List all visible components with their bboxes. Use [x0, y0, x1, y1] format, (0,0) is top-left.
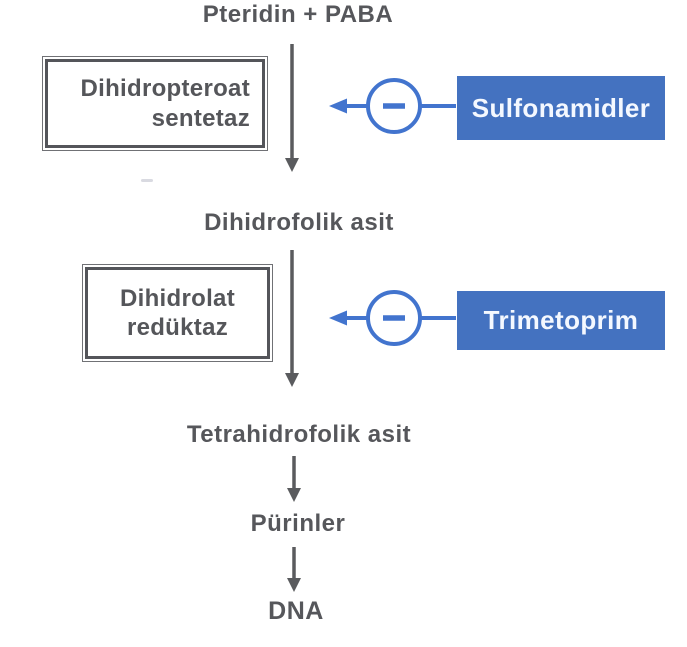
enzyme-box-dihidrolat-reduktaz: Dihidrolat redüktaz [82, 264, 273, 362]
inhibitor-box-sulfonamidler: Sulfonamidler [457, 76, 665, 140]
node-tetrahidrofolik-asit: Tetrahidrofolik asit [186, 421, 412, 448]
minus-in-circle-icon [366, 290, 422, 346]
inhibition-connector-sulfonamidler [329, 78, 456, 134]
minus-in-circle-icon [366, 78, 422, 134]
enzyme-label-line1: Dihidropteroat [80, 75, 250, 103]
node-dihidrofolik-asit: Dihidrofolik asit [204, 209, 394, 236]
scan-artifact-mark [141, 179, 153, 182]
down-arrow-icon-tetrahidrofolik-to-purinler [287, 456, 301, 502]
enzyme-label-line2: sentetaz [151, 104, 250, 132]
down-arrow-icon-purinler-to-dna [287, 547, 301, 592]
enzyme-box-text: Dihidrolat redüktaz [85, 267, 270, 359]
inhibition-connector-trimetoprim [329, 290, 456, 346]
inhibitor-box-trimetoprim: Trimetoprim [457, 291, 665, 350]
down-arrow-icon-pteridin-to-dihidrofolik [285, 44, 299, 172]
node-purinler: Pürinler [250, 510, 346, 537]
node-pteridin-paba: Pteridin + PABA [202, 1, 394, 28]
enzyme-label-line1: Dihidrolat [120, 284, 235, 312]
down-arrow-icon-dihidrofolik-to-tetrahidrofolik [285, 250, 299, 387]
left-arrow-icon [329, 98, 347, 114]
node-dna: DNA [268, 597, 324, 625]
left-arrow-icon [329, 310, 347, 326]
enzyme-box-text: Dihidropteroat sentetaz [45, 59, 265, 148]
enzyme-box-dihidropteroat-sentetaz: Dihidropteroat sentetaz [42, 56, 268, 151]
enzyme-label-line2: redüktaz [126, 314, 229, 341]
